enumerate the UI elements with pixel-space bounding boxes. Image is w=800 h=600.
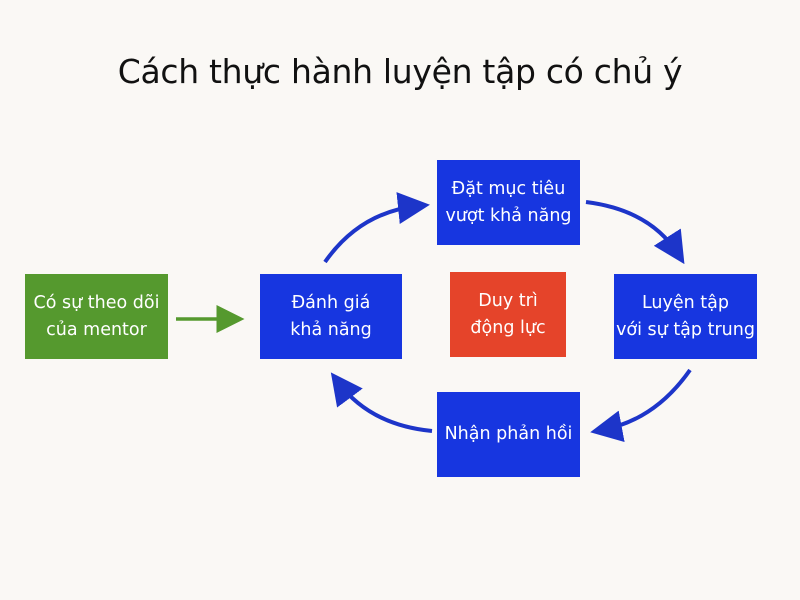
node-receive-feedback: Nhận phản hồi (437, 392, 580, 477)
diagram-title: Cách thực hành luyện tập có chủ ý (117, 52, 683, 91)
arrow-goal-to-practice (585, 200, 685, 265)
node-receive-feedback-label: Nhận phản hồi (444, 424, 573, 444)
node-set-stretch-goal: Đặt mục tiêu vượt khả năng (437, 160, 580, 245)
node-mentor-monitoring: Có sự theo dõi của mentor (25, 274, 168, 359)
node-focused-practice: Luyện tập với sự tập trung (614, 274, 757, 359)
arrow-feedback-to-assess (330, 372, 433, 433)
node-maintain-motivation-label: Duy trì động lực (470, 290, 546, 338)
node-mentor-monitoring-label: Có sự theo dõi của mentor (33, 292, 160, 340)
node-assess-ability-label: Đánh giá khả năng (290, 292, 372, 340)
node-set-stretch-goal-label: Đặt mục tiêu vượt khả năng (445, 178, 572, 226)
node-focused-practice-label: Luyện tập với sự tập trung (616, 292, 755, 340)
arrow-assess-to-goal (323, 192, 430, 264)
node-assess-ability: Đánh giá khả năng (260, 274, 402, 359)
node-maintain-motivation: Duy trì động lực (450, 272, 566, 357)
arrow-practice-to-feedback (590, 368, 692, 443)
